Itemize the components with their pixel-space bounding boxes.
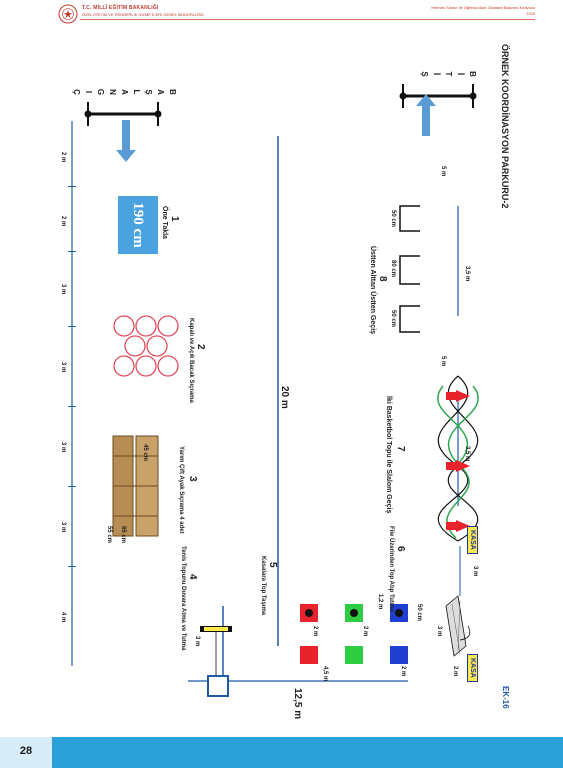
course-width: 12,5 m: [292, 688, 303, 720]
ministry-seal-icon: [58, 4, 78, 24]
course-diagram: ÖRNEK KOORDİNASYON PARKURU-2 EK-16: [38, 26, 518, 726]
finish-letter: B: [468, 71, 477, 77]
station-number: 3: [187, 476, 198, 482]
start-letter: I: [84, 90, 93, 94]
page-number: 28: [19, 745, 33, 757]
start-letter: L: [132, 89, 141, 95]
distance-label: 5 m: [440, 356, 446, 367]
station-number: 5: [267, 562, 278, 568]
box-height: 55 cm: [106, 526, 112, 544]
footer-band: [0, 737, 563, 768]
tick-mark: [68, 326, 76, 327]
directorate-name: ÖZEL EĞİTİM VE REHBERLİK HİZMETLERİ GENE…: [82, 12, 204, 17]
tick-mark: [68, 251, 76, 252]
station-name: Öne Takla: [161, 206, 168, 239]
start-label: B A Ş L A N G I Ç: [70, 88, 178, 96]
station-name: Kapalı ve Açık Bacak Sıçrama: [188, 318, 194, 403]
distance-label: 1,2 m: [377, 594, 383, 610]
box-height: 45 cm: [142, 444, 148, 462]
distance-label: 4,5 m: [322, 666, 328, 682]
finish-letter: Ş: [420, 71, 429, 77]
bottom-distance: 3 m: [60, 284, 66, 295]
distance-label: 2 m: [452, 666, 458, 677]
distance-label: 3 m: [472, 566, 478, 577]
tick-mark: [68, 566, 76, 567]
finish-letter: İ: [456, 72, 465, 76]
bottom-distance: 3 m: [60, 522, 66, 533]
course-lines: [71, 84, 479, 697]
tick-mark: [68, 186, 76, 187]
start-letter: A: [156, 89, 165, 95]
distance-label: 5 m: [440, 166, 446, 177]
hurdle-height: 50 cm: [390, 310, 396, 328]
distance-label: 3 m: [436, 626, 442, 637]
distance-label: 2 m: [362, 626, 368, 637]
mat-size: 190 cm: [118, 196, 158, 254]
bottom-distance: 3 m: [60, 362, 66, 373]
station-number: 4: [187, 574, 198, 580]
tick-mark: [68, 486, 76, 487]
ministry-name: T.C. MİLLÎ EĞİTİM BAKANLIĞI: [82, 5, 159, 11]
hurdle-height: 80 cm: [390, 260, 396, 278]
start-letter: A: [120, 89, 129, 95]
station-name: Yarım Çift Ayak Sıçrama 4 adet: [178, 446, 184, 534]
bottom-distance: 2 m: [60, 216, 66, 227]
distance-label: 3,5 m: [464, 266, 470, 282]
distance-label: 3,5 m: [464, 446, 470, 462]
bottom-distance: 3 m: [60, 442, 66, 453]
distance-label: 50 cm: [416, 604, 422, 622]
station-number: 6: [395, 546, 406, 552]
finish-letter: İ: [432, 72, 441, 76]
station-name: File Üzerinden Top Atıp Tutma: [388, 526, 394, 612]
guide-title: Yetenek Sınavı İle Öğrenci Alan Okullara…: [430, 5, 535, 10]
hurdle-height: 50 cm: [390, 210, 396, 228]
station-number: 8: [377, 276, 388, 282]
station-number: 1: [169, 216, 180, 222]
start-letter: Ş: [144, 89, 153, 95]
guide-header: Yetenek Sınavı İle Öğrenci Alan Okullara…: [431, 5, 535, 17]
station-name: İki Basketbol Topu ile Slalom Geçiş: [385, 396, 392, 514]
start-letter: N: [108, 89, 117, 95]
tick-mark: [68, 406, 76, 407]
page-number-box: [0, 737, 52, 768]
finish-label: B İ T İ Ş: [418, 70, 478, 78]
station-name: Tenis Topunu Duvara Atma ve Tutma: [180, 546, 186, 651]
bottom-distance: 2 m: [60, 152, 66, 163]
header-divider: [80, 19, 535, 20]
guide-year: 2025: [526, 11, 535, 16]
distance-label: 3 m: [194, 636, 200, 647]
distance-label: 2 m: [312, 626, 318, 637]
start-letter: Ç: [72, 89, 81, 95]
station-name: Kasalara Top Taşıma: [260, 556, 266, 616]
station-number: 2: [195, 344, 206, 350]
finish-letter: T: [444, 71, 453, 77]
station-number: 7: [395, 446, 406, 452]
station-name: Üstten Alttan Üstten Geçiş: [369, 246, 376, 335]
box-height: 65 cm: [120, 526, 126, 544]
total-length: 20 m: [279, 386, 290, 409]
start-letter: B: [168, 89, 177, 95]
start-letter: G: [96, 88, 105, 96]
kasa-label: KASA: [467, 526, 478, 554]
distance-label: 2 m: [400, 666, 406, 677]
bottom-distance: 4 m: [60, 612, 66, 623]
kasa-label: KASA: [467, 654, 478, 682]
